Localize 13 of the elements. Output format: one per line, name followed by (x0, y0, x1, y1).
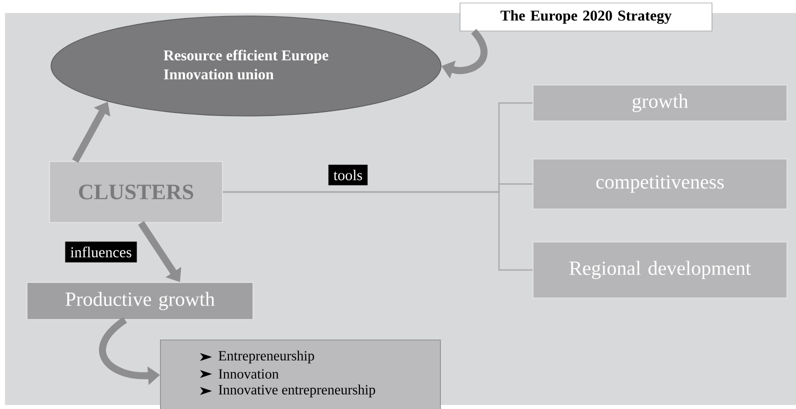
bullet-item: Innovation (200, 369, 279, 379)
bullet-item: Entrepreneurship (200, 350, 314, 364)
process-box: Regional development (532, 242, 788, 298)
process-box: growth (532, 84, 788, 122)
process-box: Productive growth (26, 282, 254, 320)
process-box: CLUSTERS (49, 161, 223, 223)
edge-label: tools (328, 164, 368, 186)
bullet-item: Innovative entrepreneurship (200, 384, 376, 398)
title-box: The Europe 2020 Strategy (460, 2, 712, 32)
list-box (160, 340, 441, 409)
connector-line (222, 191, 533, 271)
process-box: competitiveness (532, 158, 788, 210)
edge-label: influences (65, 242, 137, 262)
